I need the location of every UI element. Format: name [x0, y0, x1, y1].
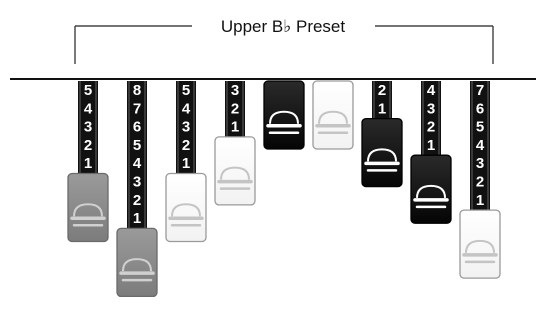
cap-grip — [171, 203, 201, 217]
drawbar-number: 5 — [84, 82, 92, 99]
drawbar-number: 4 — [476, 137, 485, 154]
drawbar-cap — [165, 172, 207, 243]
drawbar-number: 2 — [84, 137, 92, 154]
drawbar-number: 7 — [476, 82, 484, 99]
drawbar-number: 1 — [378, 100, 386, 117]
drawbar-number: 2 — [182, 137, 190, 154]
drawbar[interactable]: 32 1 — [214, 81, 256, 206]
drawbar-number: 4 — [84, 100, 93, 117]
drawbar-number: 5 — [182, 82, 190, 99]
preset-bracket: Upper B♭ Preset — [74, 17, 494, 64]
drawbar-number: 7 — [133, 100, 141, 117]
drawbar-shaft — [470, 81, 490, 214]
drawbar-number: 1 — [427, 137, 435, 154]
drawbar-number: 2 — [378, 82, 386, 99]
drawbar[interactable]: 87 654 321 — [116, 81, 158, 298]
drawbar-number: 3 — [133, 174, 141, 191]
drawbar-shaft — [421, 81, 441, 159]
drawbar-number: 2 — [231, 100, 239, 117]
drawbar-number: 8 — [133, 82, 141, 99]
drawbar-number: 6 — [476, 100, 484, 117]
drawbar-cap — [116, 227, 158, 298]
drawbar[interactable]: 76 543 21 — [459, 81, 501, 279]
drawbar-number: 2 — [476, 174, 484, 191]
drawbar-shaft — [176, 81, 196, 177]
drawbar-number: 1 — [182, 155, 190, 172]
drawbar-number: 1 — [84, 155, 92, 172]
cap-body — [410, 154, 452, 224]
drawbar-shaft — [78, 81, 98, 177]
drawbar[interactable] — [263, 80, 305, 150]
drawbar-cap — [410, 154, 452, 224]
drawbar-number: 3 — [476, 155, 484, 172]
drawbar-number: 4 — [182, 100, 191, 117]
drawbar-number: 5 — [133, 137, 141, 154]
cap-grip — [416, 184, 446, 198]
drawbar-shaft — [127, 81, 147, 232]
drawbar-cap — [67, 172, 109, 243]
cap-body — [165, 172, 207, 243]
cap-grip — [269, 110, 299, 124]
drawbar[interactable]: 54 321 — [165, 81, 207, 243]
drawbar-cap — [214, 136, 256, 206]
drawbar-number: 5 — [476, 119, 484, 136]
drawbar-number: 3 — [84, 119, 92, 136]
cap-grip — [122, 258, 152, 272]
cap-body — [312, 80, 354, 150]
drawbar-number: 2 — [427, 119, 435, 136]
cap-body — [361, 117, 403, 188]
drawbar-cap — [312, 80, 354, 150]
cap-body — [459, 209, 501, 279]
drawbar-number: 4 — [427, 82, 436, 99]
drawbar-number: 3 — [231, 82, 239, 99]
drawbar[interactable]: 43 21 — [410, 81, 452, 224]
cap-body — [214, 136, 256, 206]
drawbar-cap — [263, 80, 305, 150]
drawbar-number: 3 — [427, 100, 435, 117]
drawbar[interactable]: 54 321 — [67, 81, 109, 243]
drawbar-cap — [361, 117, 403, 188]
cap-grip — [220, 166, 250, 180]
drawbar[interactable]: 21 — [361, 81, 403, 188]
drawbar[interactable] — [312, 80, 354, 150]
cap-body — [263, 80, 305, 150]
drawbar-number: 2 — [133, 192, 141, 209]
drawbar-number: 6 — [133, 119, 141, 136]
drawbar-cap — [459, 209, 501, 279]
cap-grip — [367, 148, 397, 162]
drawbar-number: 1 — [133, 210, 141, 227]
drawbar-number: 1 — [231, 119, 239, 136]
preset-title: Upper B♭ Preset — [221, 17, 346, 36]
drawbar-number: 3 — [182, 119, 190, 136]
drawbar-shaft — [225, 81, 245, 140]
cap-body — [116, 227, 158, 298]
cap-grip — [465, 239, 495, 253]
drawbar-number: 1 — [476, 192, 484, 209]
cap-body — [67, 172, 109, 243]
drawbar-shaft — [372, 81, 392, 122]
cap-grip — [73, 203, 103, 217]
drawbar-number: 4 — [133, 155, 142, 172]
cap-grip — [318, 110, 348, 124]
